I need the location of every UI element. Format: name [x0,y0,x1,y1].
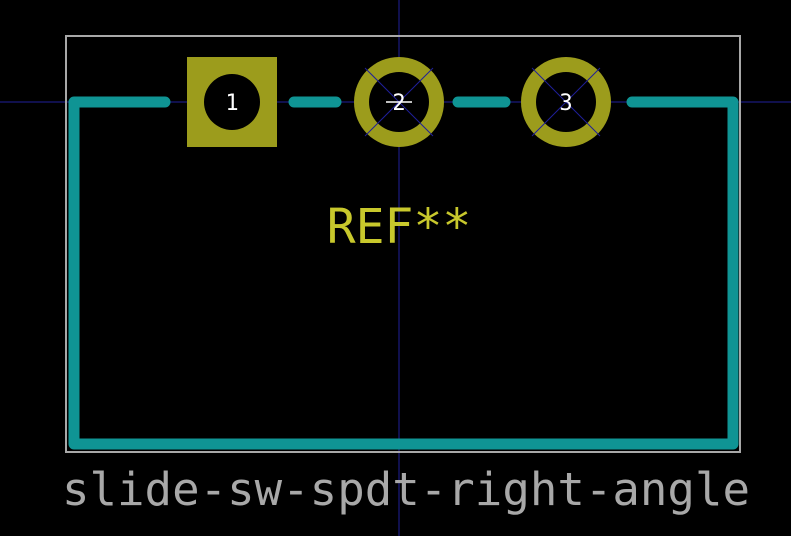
pad-2[interactable]: 2 [354,57,444,147]
pad-3-cross-icon [531,67,601,137]
pad-3-number: 3 [559,91,572,116]
silkscreen-outline [68,96,739,450]
pad-1-number: 1 [225,91,238,116]
pad-3[interactable]: 3 [521,57,611,147]
footprint-value-label[interactable]: slide-sw-spdt-right-angle [62,463,750,516]
reference-designator[interactable]: REF** [327,199,472,255]
pad-2-number: 2 [392,91,405,116]
silkscreen-left-top-segment [68,96,739,450]
pad-1-drill-hole [204,74,260,130]
pad-1[interactable]: 1 [187,57,277,147]
courtyard-outline [65,35,741,453]
